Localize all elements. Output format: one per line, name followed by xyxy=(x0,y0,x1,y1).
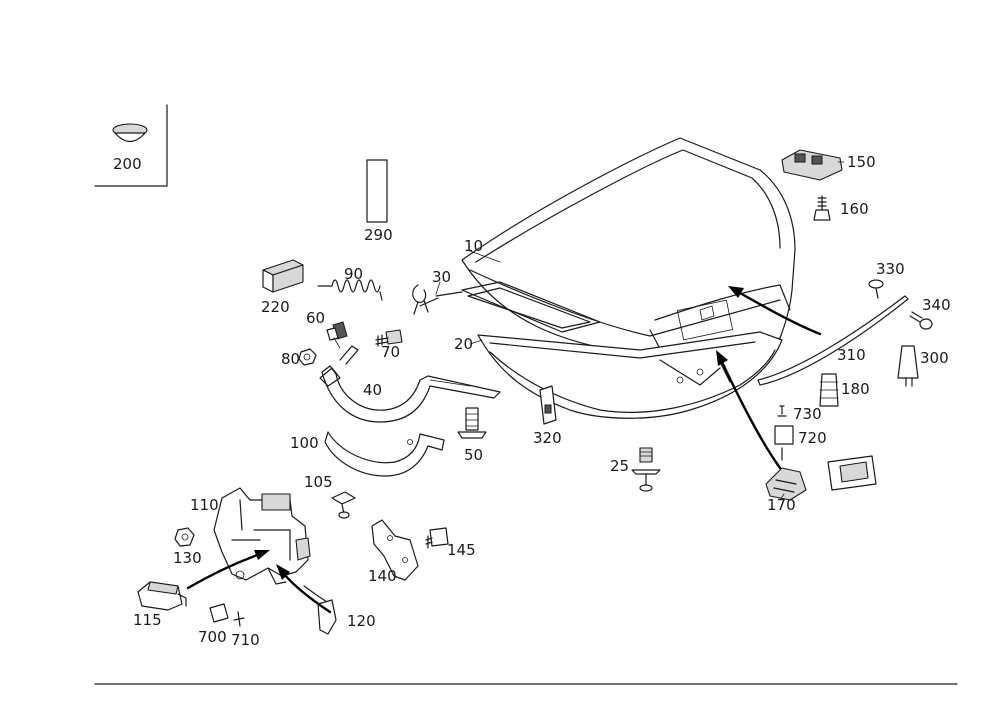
callout-320: 320 xyxy=(533,429,562,447)
callout-340: 340 xyxy=(922,296,951,314)
trunk-lid-10-icon xyxy=(461,137,796,359)
callout-170: 170 xyxy=(767,496,796,514)
callout-60: 60 xyxy=(306,309,325,327)
callout-290: 290 xyxy=(364,226,393,244)
callout-20: 20 xyxy=(454,335,473,353)
nut-130-icon xyxy=(174,527,195,547)
bolt-50-icon xyxy=(457,407,487,439)
callout-220: 220 xyxy=(261,298,290,316)
callout-180: 180 xyxy=(841,380,870,398)
callout-10: 10 xyxy=(464,237,483,255)
pin-710-icon xyxy=(233,611,245,627)
callout-330: 330 xyxy=(876,260,905,278)
catch-plate-140-icon xyxy=(371,519,419,581)
connector-700-icon xyxy=(209,603,229,623)
callout-310: 310 xyxy=(837,346,866,364)
switch-150-icon xyxy=(781,149,843,181)
block-220-icon xyxy=(262,259,304,293)
arrow-120-to-lock xyxy=(276,564,332,614)
callout-100: 100 xyxy=(290,434,319,452)
lock-mechanism-110-icon xyxy=(213,487,311,585)
callout-70: 70 xyxy=(381,343,400,361)
callout-150: 150 xyxy=(847,153,876,171)
callout-160: 160 xyxy=(840,200,869,218)
nut-80-icon xyxy=(298,348,317,366)
inner-panel-20-icon xyxy=(477,331,783,419)
bumper-180-icon xyxy=(819,373,839,407)
screw-340-icon xyxy=(909,311,933,330)
spring-90-icon xyxy=(317,279,383,301)
clip-60-icon xyxy=(326,321,348,341)
switch-170-icon xyxy=(765,467,807,501)
arrow-170-to-panel xyxy=(716,350,782,470)
callout-25: 25 xyxy=(610,457,629,475)
callout-720: 720 xyxy=(798,429,827,447)
callout-730: 730 xyxy=(793,405,822,423)
callout-80: 80 xyxy=(281,350,300,368)
callout-130: 130 xyxy=(173,549,202,567)
bulb-holder-720-icon xyxy=(774,425,794,461)
arrow-115-to-lock xyxy=(186,550,270,590)
bolt-160-icon xyxy=(813,195,831,221)
callout-145: 145 xyxy=(447,541,476,559)
plug-200-icon xyxy=(112,123,148,143)
callout-50: 50 xyxy=(464,446,483,464)
callout-115: 115 xyxy=(133,611,162,629)
trim-strip-310-icon xyxy=(757,295,909,386)
callout-700: 700 xyxy=(198,628,227,646)
clip-30-icon xyxy=(412,284,463,315)
clip-300-icon xyxy=(897,345,919,387)
callout-200: 200 xyxy=(113,155,142,173)
callout-300: 300 xyxy=(920,349,949,367)
tape-290-icon xyxy=(366,159,388,223)
callout-30: 30 xyxy=(432,268,451,286)
plug-105-icon xyxy=(331,491,356,519)
plug-25-icon xyxy=(631,447,661,492)
actuator-115-icon xyxy=(137,581,187,611)
hinge-arm-40-icon xyxy=(319,345,501,423)
rod-120-icon xyxy=(303,585,337,635)
arrow-310-to-lid xyxy=(728,286,822,336)
seal-30-icon xyxy=(461,281,601,333)
bolt-70-icon xyxy=(375,329,403,347)
light-cover-icon xyxy=(827,455,877,491)
callout-105: 105 xyxy=(304,473,333,491)
bulb-730-icon xyxy=(777,405,787,417)
bracket-320-icon xyxy=(539,385,557,425)
screw-145-icon xyxy=(425,527,449,549)
callout-110: 110 xyxy=(190,496,219,514)
callout-140: 140 xyxy=(368,567,397,585)
callout-40: 40 xyxy=(363,381,382,399)
clip-330-icon xyxy=(868,279,884,299)
callout-710: 710 xyxy=(231,631,260,649)
inset-box-200: 200 xyxy=(94,104,168,187)
callout-120: 120 xyxy=(347,612,376,630)
hinge-bracket-100-icon xyxy=(324,431,445,477)
callout-90: 90 xyxy=(344,265,363,283)
